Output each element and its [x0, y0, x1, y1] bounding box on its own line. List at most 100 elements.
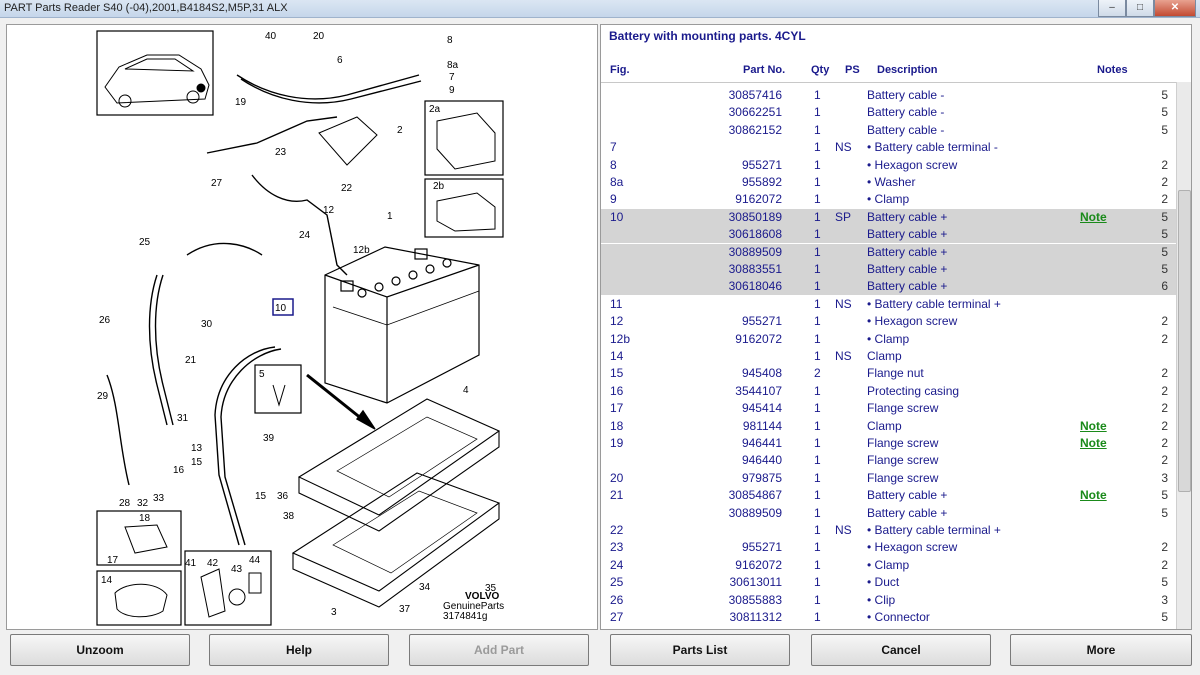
callout-label[interactable]: 14: [101, 575, 113, 586]
callout-label[interactable]: 16: [173, 465, 185, 476]
note-link[interactable]: Note: [1080, 209, 1107, 224]
parts-list-button[interactable]: Parts List: [610, 634, 790, 666]
callout-label[interactable]: 13: [191, 443, 203, 454]
callout-label[interactable]: 7: [449, 72, 455, 83]
cancel-button[interactable]: Cancel: [811, 634, 991, 666]
callout-label[interactable]: 37: [399, 604, 411, 615]
callout-label[interactable]: 8: [447, 35, 453, 46]
callout-label[interactable]: 31: [177, 413, 189, 424]
callout-label[interactable]: 29: [97, 391, 109, 402]
callout-label[interactable]: 9: [449, 85, 455, 96]
part-number-cell: 946441: [741, 436, 782, 450]
callout-label[interactable]: 39: [263, 433, 275, 444]
callout-label[interactable]: 12: [323, 205, 335, 216]
unzoom-button[interactable]: Unzoom: [10, 634, 190, 666]
callout-label[interactable]: 28: [119, 498, 131, 509]
callout-label[interactable]: 18: [139, 513, 151, 524]
col-notes-header: Notes: [1097, 64, 1128, 76]
callout-label[interactable]: 4: [463, 385, 469, 396]
callout-label[interactable]: 15: [191, 457, 203, 468]
note-link[interactable]: Note: [1080, 418, 1107, 433]
callout-label[interactable]: 40: [265, 31, 277, 42]
callout-label[interactable]: 23: [275, 147, 287, 158]
minimize-button[interactable]: –: [1098, 0, 1126, 17]
callout-label[interactable]: 26: [99, 315, 111, 326]
qty-cell: 1: [814, 192, 821, 207]
callout-label[interactable]: 43: [231, 564, 243, 575]
callout-label[interactable]: 27: [211, 178, 223, 189]
callout-label[interactable]: 21: [185, 355, 197, 366]
callout-label[interactable]: 17: [107, 555, 119, 566]
callout-label[interactable]: 6: [337, 55, 343, 66]
callout-label[interactable]: 41: [185, 558, 197, 569]
callout-label[interactable]: 38: [283, 511, 295, 522]
note-link[interactable]: Note: [1080, 488, 1107, 503]
note-link[interactable]: Note: [1080, 436, 1107, 450]
callout-label[interactable]: 33: [153, 493, 165, 504]
callout-label[interactable]: 32: [137, 498, 149, 509]
description-cell: Flange screw: [867, 401, 939, 416]
callout-label[interactable]: 5: [259, 369, 265, 380]
close-button[interactable]: ✕: [1154, 0, 1196, 17]
maximize-button[interactable]: □: [1126, 0, 1154, 17]
part-number-cell: 3544107: [735, 383, 782, 398]
callout-label[interactable]: 2a: [429, 104, 441, 115]
callout-label[interactable]: 20: [313, 31, 325, 42]
scrollbar-thumb[interactable]: [1178, 190, 1191, 492]
callout-label[interactable]: 24: [299, 230, 311, 241]
callout-label[interactable]: 2b: [433, 181, 445, 192]
callout-label[interactable]: 12b: [353, 245, 370, 256]
callout-label[interactable]: 36: [277, 491, 289, 502]
more-button[interactable]: More: [1010, 634, 1192, 666]
callout-label[interactable]: 34: [419, 582, 431, 593]
callout-label[interactable]: 22: [341, 183, 353, 194]
callout-label[interactable]: 35: [485, 583, 497, 594]
callout-label[interactable]: 25: [139, 237, 151, 248]
help-button[interactable]: Help: [209, 634, 389, 666]
callout-label[interactable]: 2: [397, 125, 403, 136]
callout-label[interactable]: 1: [387, 211, 393, 222]
callout-label[interactable]: 10: [275, 303, 287, 314]
callout-label[interactable]: 30: [201, 319, 213, 330]
callout-label[interactable]: 15: [255, 491, 267, 502]
callout-label[interactable]: 19: [235, 97, 247, 108]
callout-label[interactable]: 3: [331, 607, 337, 618]
callout-label[interactable]: 42: [207, 558, 219, 569]
callout-label[interactable]: 44: [249, 555, 261, 566]
vertical-scrollbar[interactable]: [1176, 82, 1191, 629]
callout-label[interactable]: 8a: [447, 60, 459, 71]
add-part-button[interactable]: Add Part: [409, 634, 589, 666]
